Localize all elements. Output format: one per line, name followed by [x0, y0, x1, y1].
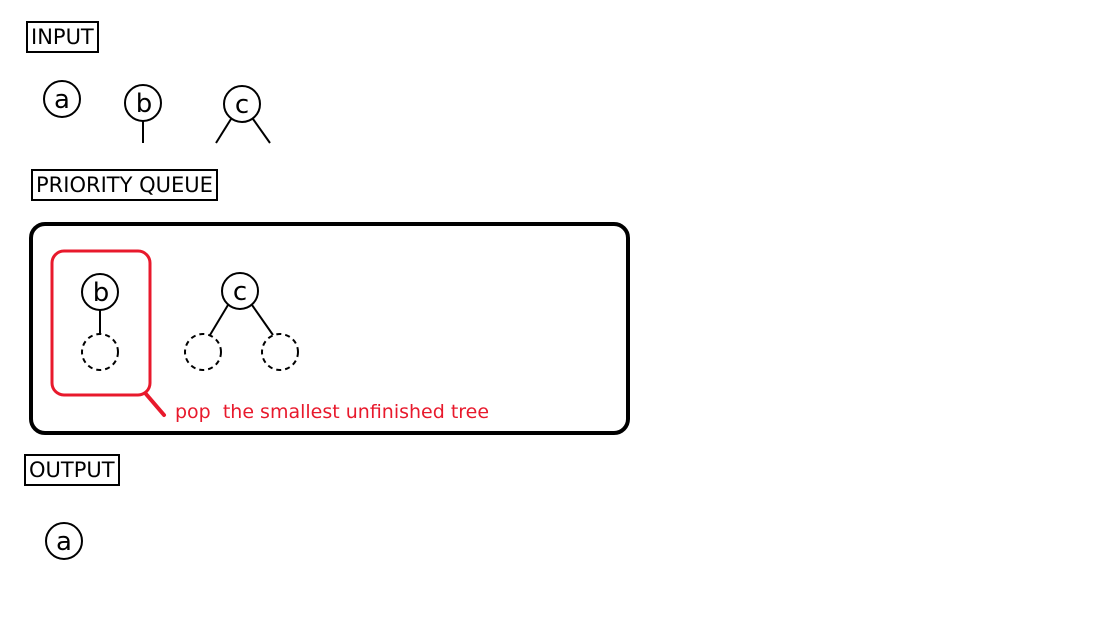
queue-tree-b: b — [81, 273, 119, 371]
input-tree-b: b — [124, 84, 162, 143]
queue-node-b-label: b — [93, 278, 110, 308]
input-node-c-label: c — [235, 90, 249, 120]
queue-c-empty-left-child — [184, 333, 222, 371]
queue-tree-c: c — [184, 272, 299, 371]
output-node-a-circle — [45, 522, 83, 560]
output-section-label: OUTPUT — [24, 454, 120, 486]
queue-c-empty-right-child — [261, 333, 299, 371]
priority-queue-container — [29, 222, 630, 435]
input-node-b-label: b — [136, 89, 153, 119]
pop-annotation: pop the smallest unfinished tree — [175, 401, 489, 423]
output-node-a-label: a — [56, 527, 72, 557]
pop-highlight-box — [50, 249, 152, 397]
input-node-a-circle — [43, 80, 81, 118]
input-c-left-edge — [215, 118, 232, 144]
pop-callout-pointer — [144, 392, 166, 417]
input-c-right-edge — [252, 118, 271, 144]
input-tree-a: a — [43, 80, 81, 118]
input-node-c-circle — [223, 85, 261, 123]
queue-node-c-circle — [221, 272, 259, 310]
input-tree-c: c — [215, 85, 271, 144]
queue-node-c-label: c — [233, 277, 247, 307]
input-section-label: INPUT — [26, 21, 99, 53]
priority-queue-section-label: PRIORITY QUEUE — [31, 169, 218, 201]
queue-c-right-edge — [251, 304, 274, 336]
output-tree-a: a — [45, 522, 83, 560]
queue-b-empty-child — [81, 333, 119, 371]
input-node-a-label: a — [54, 85, 70, 115]
queue-c-left-edge — [209, 304, 229, 336]
